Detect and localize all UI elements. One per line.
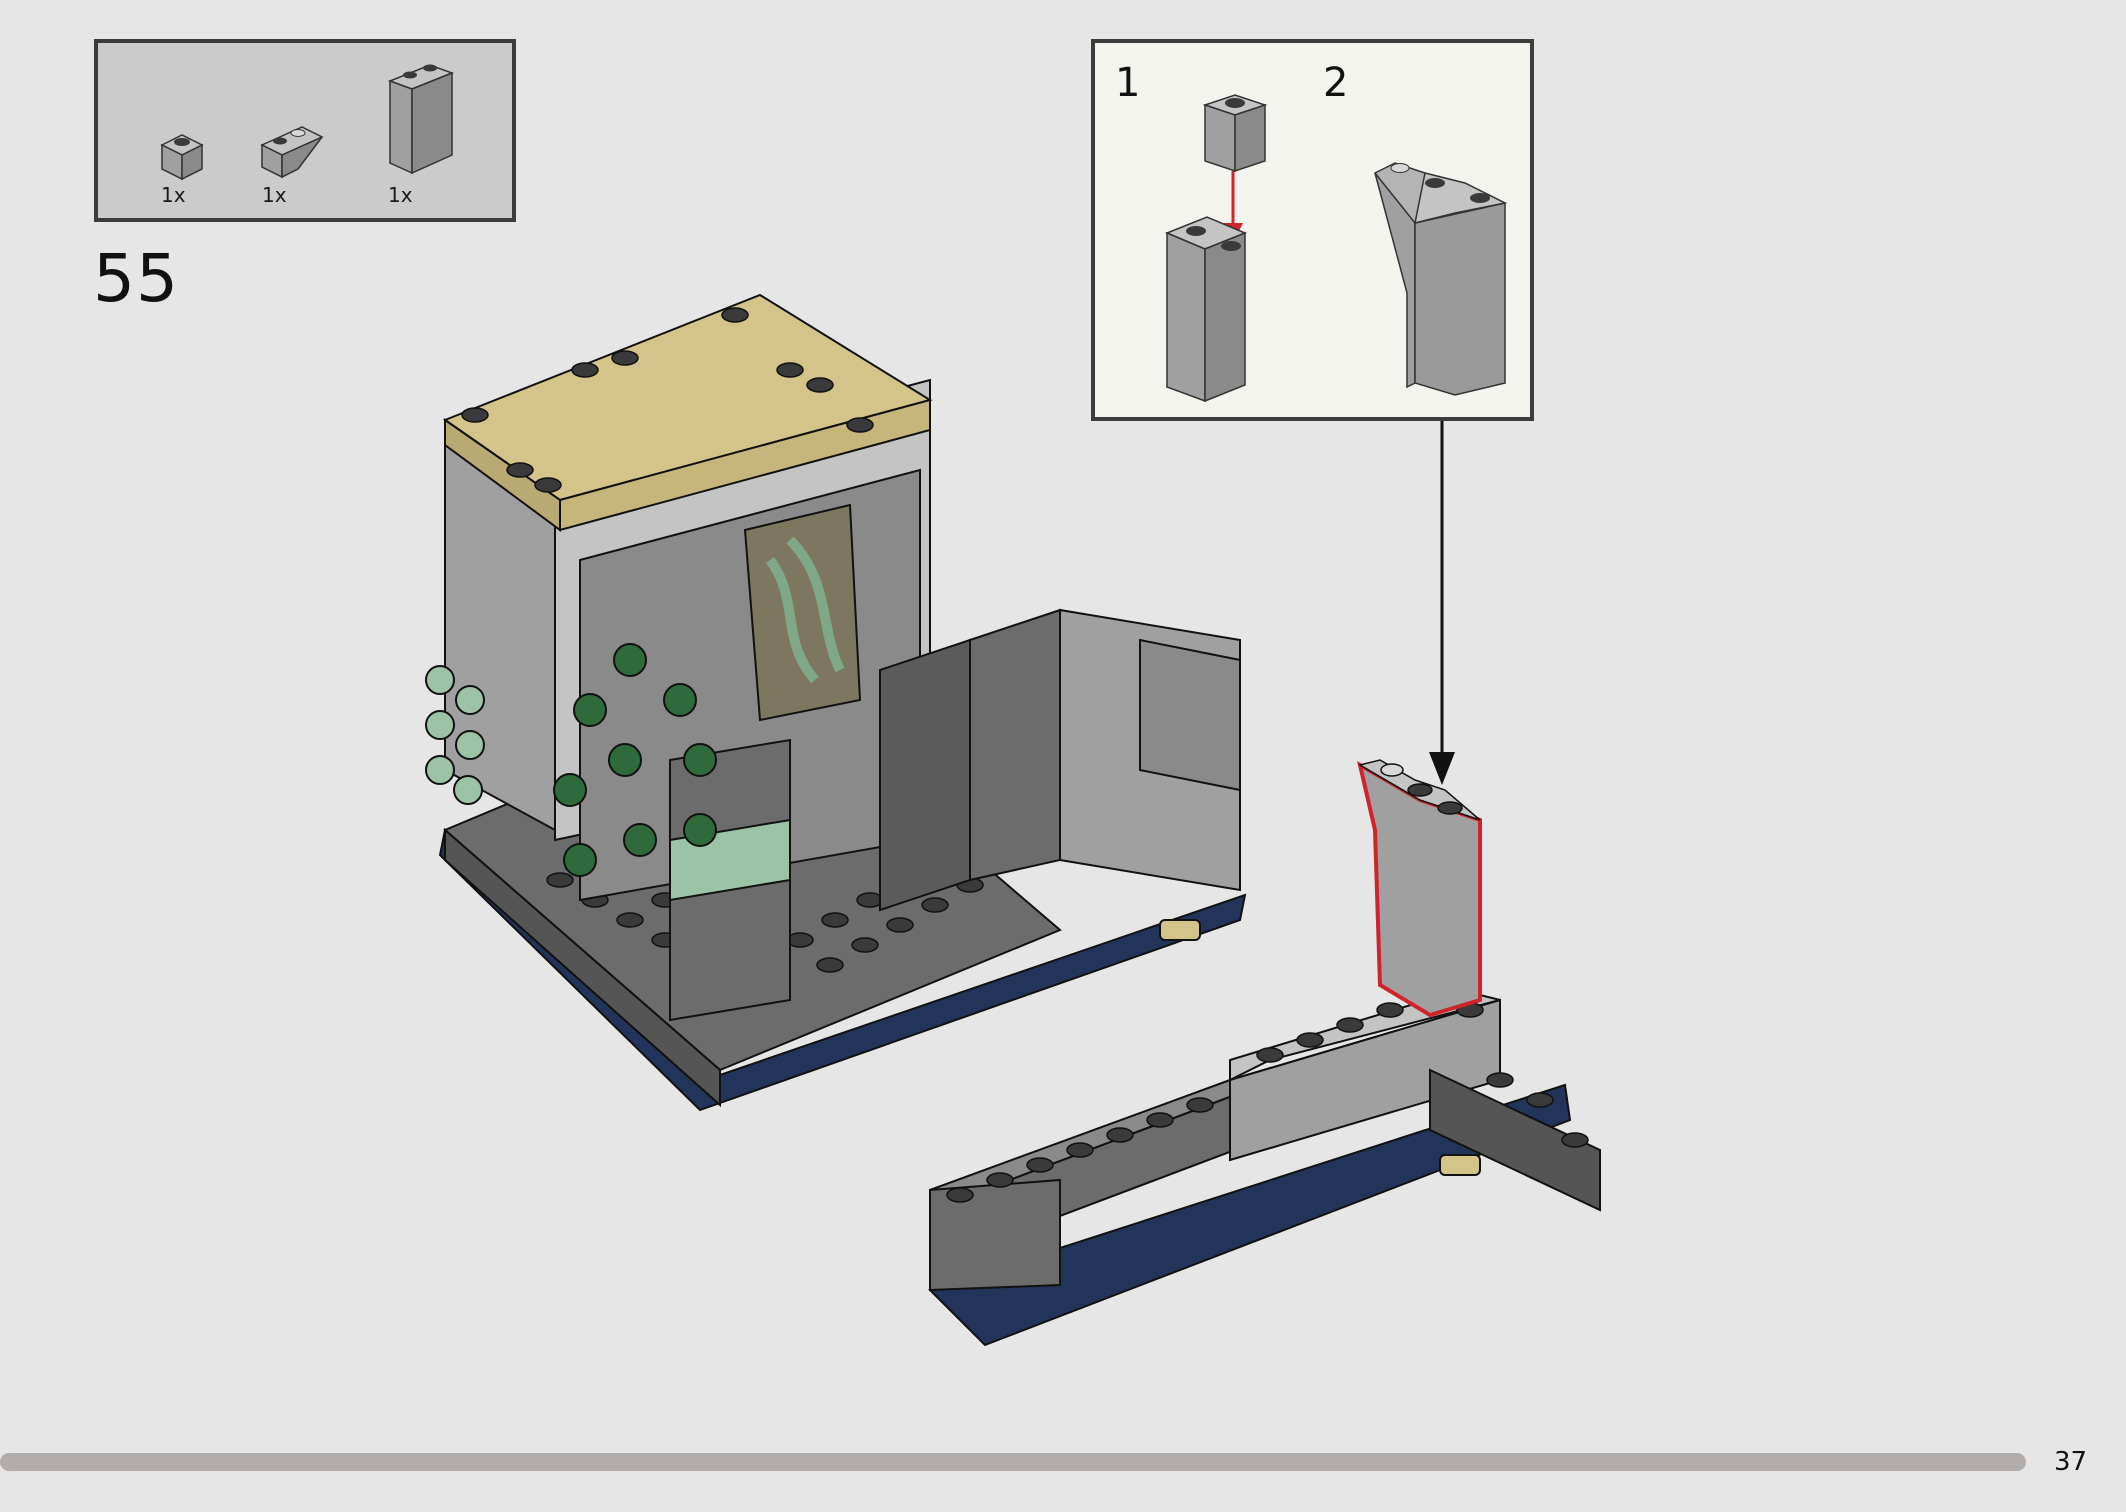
subassembly-illustration bbox=[1165, 94, 1508, 403]
page-progress-bar bbox=[0, 1453, 2026, 1471]
substep-number: 2 bbox=[1323, 60, 1349, 106]
brick-1x1-icon bbox=[160, 134, 204, 181]
part-quantity: 1x bbox=[262, 183, 287, 207]
page-number: 37 bbox=[2054, 1447, 2088, 1477]
step-number: 55 bbox=[93, 240, 179, 317]
slope-brick-1x2-icon bbox=[260, 126, 324, 179]
brick-1x2x3-icon bbox=[387, 64, 455, 175]
part-quantity: 1x bbox=[388, 183, 413, 207]
parts-list-box: 1x 1x 1x bbox=[94, 39, 516, 222]
substep-number: 1 bbox=[1115, 60, 1141, 106]
subassembly-box: 1 2 bbox=[1091, 39, 1534, 421]
part-quantity: 1x bbox=[161, 183, 186, 207]
